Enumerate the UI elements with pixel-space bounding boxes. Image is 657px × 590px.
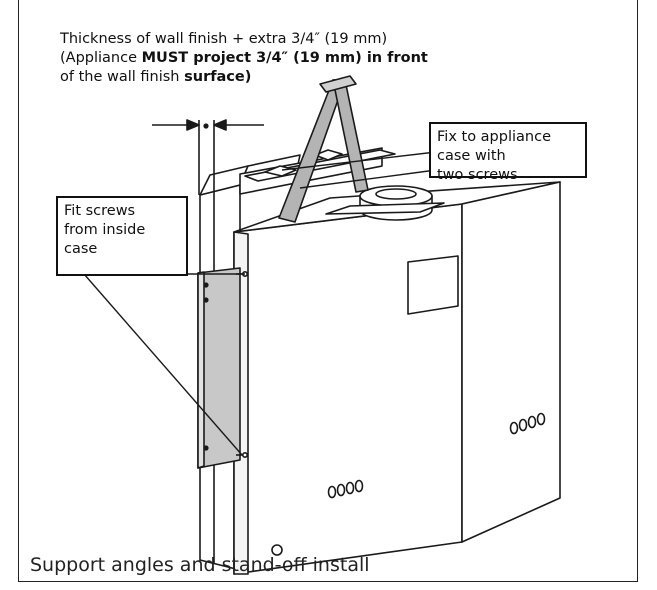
connector-holes xyxy=(271,412,546,556)
side-bracket xyxy=(197,267,249,469)
callout-right-line: Fix to appliance xyxy=(437,129,551,145)
dimension-note-line1: Thickness of wall finish + extra 3/4″ (1… xyxy=(60,31,388,47)
dimension-markers xyxy=(152,119,264,195)
dimension-note: Thickness of wall finish + extra 3/4″ (1… xyxy=(60,30,480,87)
dimension-note-line3: of the wall finish surface) xyxy=(60,69,252,85)
figure-caption: Support angles and stand-off install xyxy=(30,554,370,576)
callout-fit-screws: Fit screws from inside case xyxy=(56,196,188,276)
appliance-body xyxy=(233,181,561,575)
callout-left-line: case xyxy=(64,241,98,257)
callout-left-line: from inside xyxy=(64,222,146,238)
support-angle xyxy=(278,75,369,223)
flue-outlet xyxy=(325,185,445,221)
callout-left-line: Fit screws xyxy=(64,203,136,219)
diagram-frame xyxy=(18,0,638,582)
dimension-note-line2: (Appliance MUST project 3/4″ (19 mm) in … xyxy=(60,50,428,66)
callout-right-line: case with xyxy=(437,148,506,164)
callout-right-line: two screws xyxy=(437,167,518,183)
callout-fix-screws: Fix to appliance case with two screws xyxy=(429,122,587,183)
